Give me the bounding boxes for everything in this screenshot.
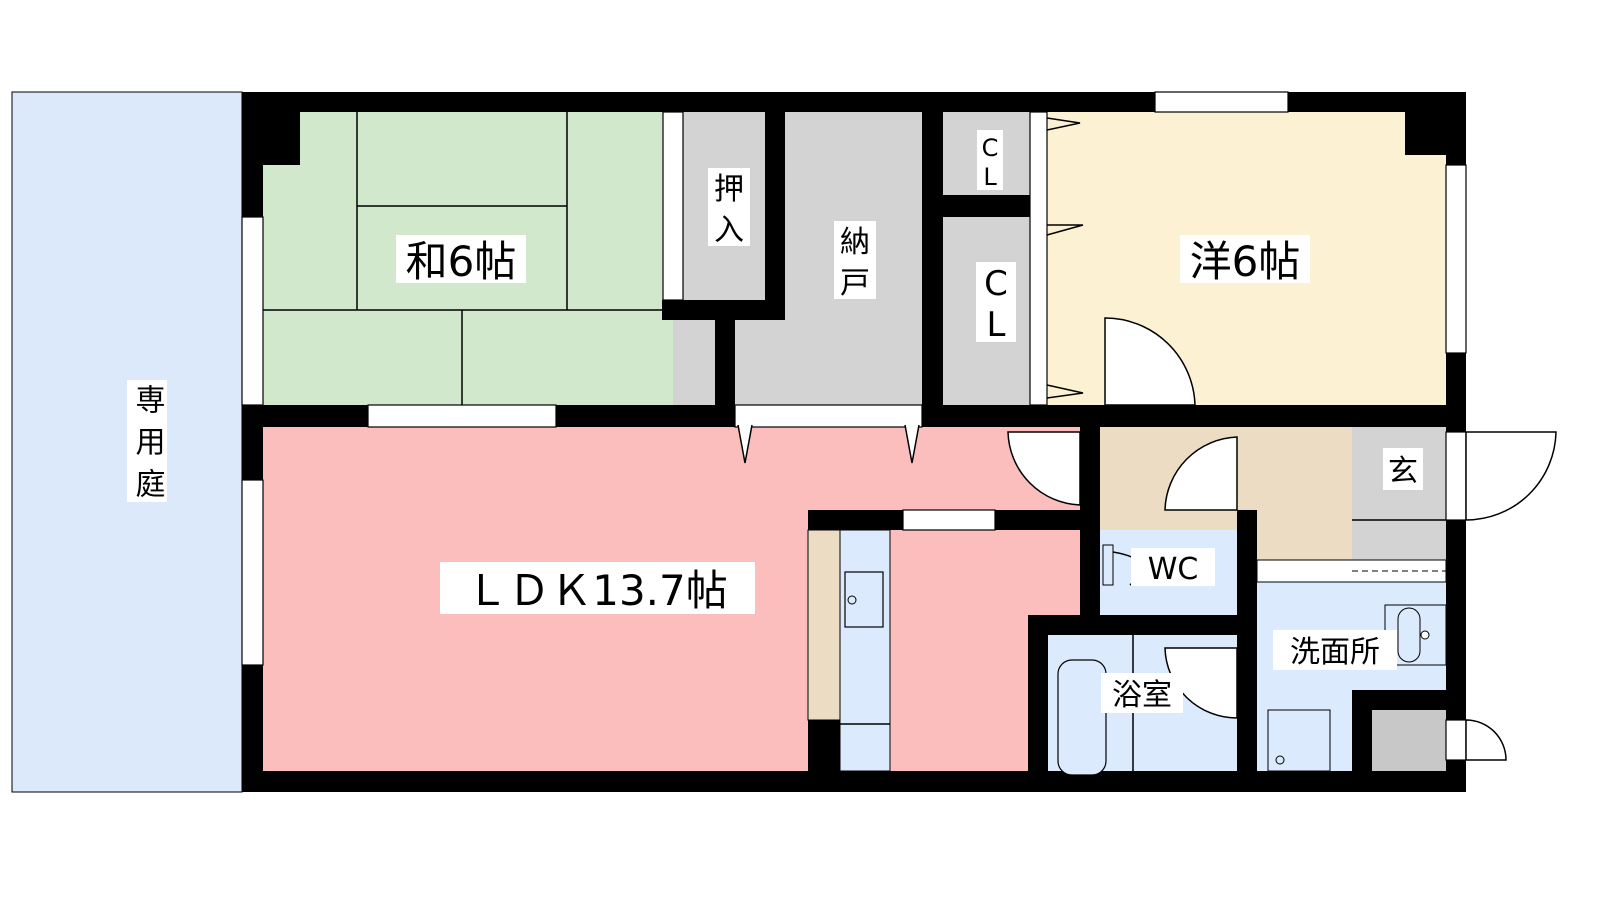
nando-storage (735, 112, 922, 405)
garden-label: 専用庭 (130, 384, 166, 510)
nando-label-2: 戸 (840, 266, 870, 301)
cl-top-label-2: L (983, 163, 997, 191)
genkan-area (1352, 427, 1446, 560)
bath-label: 浴室 (1112, 678, 1172, 713)
wc-label: WC (1148, 552, 1199, 587)
tatami-lines (263, 112, 673, 405)
cl-top-label-1: C (982, 134, 999, 162)
oshiire-label-2: 入 (714, 213, 744, 248)
washroom-label: 洗面所 (1290, 635, 1380, 670)
windows (241, 91, 1467, 761)
toilet-icon (1102, 544, 1114, 586)
cl-bottom-label-1: C (984, 264, 1008, 304)
bathtub-icon (1057, 659, 1107, 776)
washing-machine-icon (1267, 709, 1331, 772)
youshitsu-label: 洋6帖 (1190, 237, 1301, 286)
genkan-label: 玄 (1388, 454, 1418, 489)
oshiire-label-1: 押 (714, 172, 744, 207)
kitchen-shelf (807, 529, 841, 721)
kitchen-counter (839, 529, 891, 772)
washitsu-label: 和6帖 (406, 237, 517, 286)
nando-label-1: 納 (840, 225, 870, 260)
ldk-label: ＬＤＫ13.7帖 (466, 566, 728, 615)
sink-icon (844, 571, 884, 628)
room-labels: 専用庭 和6帖 押 入 納 戸 C L C L 洋6帖 ＬＤＫ13.7帖 玄 W… (127, 130, 1423, 713)
cl-bottom-label-2: L (987, 305, 1006, 345)
door-swings (737, 117, 1557, 761)
